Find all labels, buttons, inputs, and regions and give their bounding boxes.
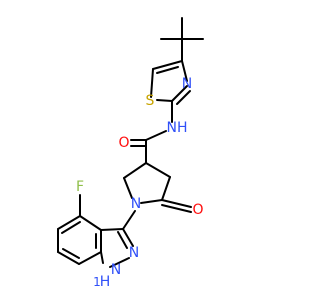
bond-ind-c3-n2 [122,228,134,247]
bond-thz-n-c4 [181,60,188,82]
atom-o-amide: O [118,135,129,151]
bonds [57,17,204,268]
bond-benz-c6-c7-double [62,248,80,259]
atom-nh-indazole-n: N [111,262,121,278]
atom-n-thiazole: N [182,76,192,92]
bond-benz-c4-c5 [57,215,81,230]
atom-n-lactam: N [131,196,141,212]
molecule-diagram: N S NH O O N F N N H 1 [57,17,204,290]
bond-benz-c6-c7 [57,251,80,265]
bond-ind-n1-c7a [100,251,104,264]
bond-n-indazole [122,210,136,230]
bond-ind-n2-n1 [109,257,130,268]
atom-nh-indazole: N H 1 [93,262,121,290]
bond-thz-c5-s [150,68,154,98]
atom-f: F [76,179,84,195]
bond-nh-co [145,130,167,141]
atom-nh-indazole-1: 1 [93,275,101,289]
bond-pyr-c4-c3 [145,162,171,178]
bond-pyr-c3-c2 [123,162,147,179]
bond-pyr-c5-o [161,199,192,208]
atom-o-lactam: O [192,202,203,218]
atom-s-thiazole: S [146,93,155,109]
bond-pyr-c5-c4 [161,176,171,201]
bond-thz-c2-n [171,85,188,102]
bond-ind-c3-c3a [100,228,124,231]
bond-benz-c3a-c4 [79,215,102,231]
atom-n-indazole: N [129,245,139,261]
bond-thz-c4-c5 [152,60,183,70]
bond-pyr-c5-o-double [161,204,192,213]
bond-ind-c3-n2-double [117,231,128,249]
bond-benz-c4-c5-double [61,221,81,234]
atom-nh-indazole-h: H [100,274,111,290]
bond-pyr-n-c5 [140,199,163,204]
atom-nh-amide: NH [167,120,188,136]
bond-pyr-c2-n [123,177,133,199]
atom-labels: N S NH O O N F N N H 1 [76,76,204,290]
bond-thz-c2-n-double [176,90,191,105]
bond-thz-s-c2 [156,99,173,102]
bond-thz-c4-c5-double [156,66,179,74]
bond-benz-c7-c7a [78,251,102,265]
